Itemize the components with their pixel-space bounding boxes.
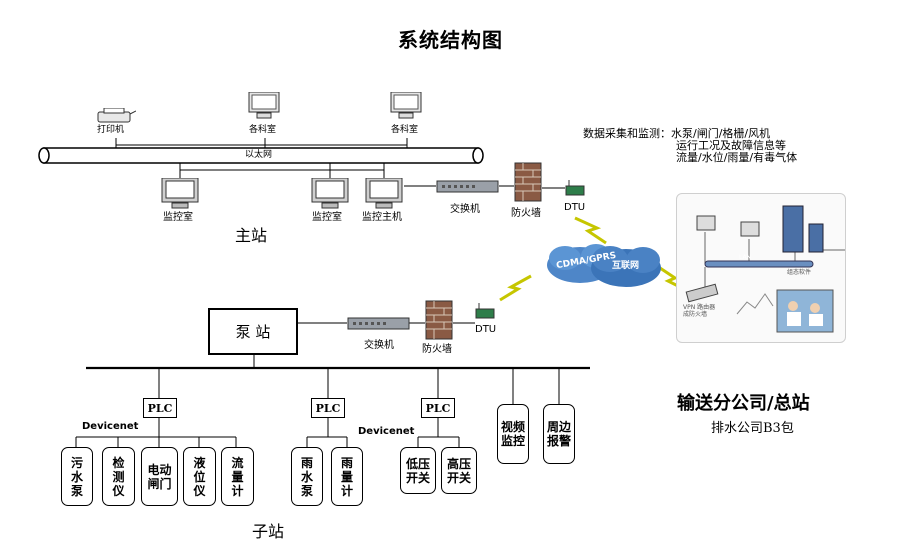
switch-icon [436, 178, 499, 194]
firewall-label: 防火墙 [511, 208, 541, 219]
plc-box: PLC [421, 398, 455, 418]
computer-icon [310, 177, 350, 210]
device-label: 周边报警 [546, 420, 571, 448]
monitor-room-label: 监控室 [163, 212, 193, 223]
dept-room-label: 各科室 [391, 125, 419, 135]
sub-station-label: 子站 [252, 522, 285, 541]
device-label: 电动闸门 [147, 462, 172, 491]
device-flow-meter: 流量计 [221, 447, 254, 506]
device-label: 高压开关 [446, 456, 471, 485]
main-station-label: 主站 [235, 226, 268, 245]
device-label: 雨量计 [340, 455, 353, 498]
computer-icon [389, 91, 423, 120]
computer-icon [160, 177, 200, 210]
ethernet-label: 以太网 [243, 150, 275, 160]
devicenet-label: Devicenet [82, 421, 139, 432]
device-video-monitoring: 视频监控 [497, 404, 529, 464]
data-collection-line: 数据采集和监测：水泵/闸门/格栅/风机 [583, 127, 771, 140]
chart-icon [736, 293, 774, 315]
device-label: 污水泵 [70, 455, 83, 498]
pump-station-box: 泵 站 [208, 308, 298, 355]
device-label: 雨水泵 [300, 455, 313, 498]
firewall-icon [425, 300, 453, 340]
device-rain-pump: 雨水泵 [291, 447, 323, 506]
plc-label: PLC [425, 401, 451, 415]
dtu-label: DTU [475, 324, 497, 335]
dtu-label: DTU [564, 202, 586, 213]
internet-cloud-icon [591, 246, 661, 287]
device-label: 液位仪 [193, 455, 206, 498]
plc-box: PLC [311, 398, 345, 418]
dtu-icon [475, 303, 495, 319]
computer-icon [696, 215, 716, 231]
internet-label: 互联网 [612, 261, 640, 271]
device-low-voltage-switch: 低压开关 [400, 447, 436, 494]
printer-icon [96, 107, 137, 124]
dtu-icon [565, 180, 585, 196]
data-collection-line: 流量/水位/雨量/有毒气体 [676, 151, 798, 164]
computer-icon [247, 91, 281, 120]
device-label: 检测仪 [112, 455, 125, 498]
switch-label: 交换机 [450, 204, 480, 215]
device-detector: 检测仪 [102, 447, 135, 506]
server-icon [808, 223, 824, 253]
pump-station-label: 泵 站 [235, 323, 271, 341]
server-label: 组态软件 [787, 269, 812, 276]
device-level-meter: 液位仪 [183, 447, 216, 506]
switch-label: 交换机 [364, 340, 394, 351]
switch-icon [347, 315, 410, 331]
wireless-link-icon [574, 216, 607, 245]
server-icon [782, 205, 804, 253]
device-label: 流量计 [231, 455, 244, 498]
plc-label: PLC [315, 401, 341, 415]
device-perimeter-alarm: 周边报警 [543, 404, 575, 464]
monitor-room-label: 监控室 [312, 212, 342, 223]
device-label: 视频监控 [500, 420, 525, 448]
printer-label: 打印机 [97, 125, 125, 135]
computer-icon [740, 221, 760, 237]
device-electric-gate: 电动闸门 [141, 447, 178, 506]
page-title: 系统结构图 [398, 28, 503, 52]
devicenet-label: Devicenet [358, 426, 415, 437]
firewall-icon [514, 162, 542, 202]
firewall-label: 防火墙 [422, 344, 452, 355]
hq-title: 输送分公司/总站 [677, 393, 810, 414]
dept-room-label: 各科室 [249, 125, 277, 135]
plc-label: PLC [147, 401, 173, 415]
photo-icon [776, 289, 834, 333]
hq-network-panel: LAN 组态软件 VPN 路由器 成防火墙 [676, 193, 846, 343]
hq-subtitle: 排水公司B3包 [711, 421, 794, 436]
monitor-host-label: 监控主机 [362, 212, 402, 223]
data-collection-line: 运行工况及故障信息等 [676, 139, 786, 152]
device-sewage-pump: 污水泵 [61, 447, 93, 506]
lan-label: LAN [739, 254, 752, 261]
vpn-label: VPN 路由器 成防火墙 [683, 304, 716, 318]
device-high-voltage-switch: 高压开关 [441, 447, 477, 494]
plc-box: PLC [143, 398, 177, 418]
device-rain-gauge: 雨量计 [331, 447, 363, 506]
device-label: 低压开关 [405, 456, 430, 485]
router-icon [685, 283, 719, 303]
wireless-link-icon [499, 274, 532, 302]
computer-icon [364, 177, 404, 210]
